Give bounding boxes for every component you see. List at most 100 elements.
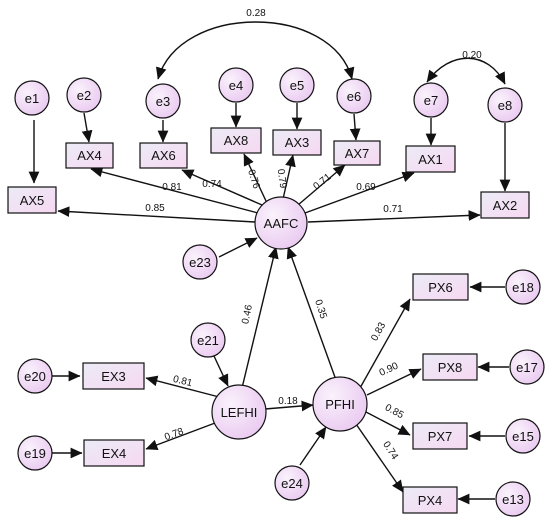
node-ex4-label: EX4 <box>102 446 127 461</box>
node-e7-label: e7 <box>424 93 438 108</box>
coef-aafc-ax5: 0.85 <box>145 203 165 214</box>
path-e2-ax4 <box>81 112 93 143</box>
path-e6-ax7 <box>349 113 361 141</box>
node-e13-label: e13 <box>502 492 524 507</box>
node-ax1-label: AX1 <box>418 152 443 167</box>
coef-aafc-ax7: 0.71 <box>311 171 333 192</box>
coef-pfhi-px6: 0.83 <box>369 320 388 343</box>
path-lefhi-ex3 <box>145 375 224 399</box>
node-e18: e18 <box>505 269 541 305</box>
node-ax8: AX8 <box>210 127 262 154</box>
node-px8: PX8 <box>422 353 478 381</box>
node-e2: e2 <box>66 77 102 113</box>
node-ax8-label: AX8 <box>224 133 249 148</box>
node-e2-label: e2 <box>77 88 91 103</box>
node-ex3-label: EX3 <box>101 369 126 384</box>
node-ax2: AX2 <box>480 191 530 219</box>
path-pfhi-aafc <box>286 246 337 381</box>
node-ax1: AX1 <box>405 145 456 173</box>
path-lefhi-ex4 <box>145 419 224 451</box>
node-aafc: AAFC <box>254 196 308 250</box>
node-lefhi: LEFHI <box>211 384 267 440</box>
node-e5-label: e5 <box>290 78 304 93</box>
node-ax3: AX3 <box>272 129 322 156</box>
node-e18-label: e18 <box>512 280 534 295</box>
paths <box>28 21 511 505</box>
node-pfhi-label: PFHI <box>325 397 355 412</box>
coef-pfhi-px4: 0.74 <box>380 439 400 462</box>
path-aafc-ax5 <box>57 206 256 223</box>
covariance-e7-e8 <box>426 57 506 85</box>
node-ax7: AX7 <box>333 140 381 166</box>
node-lefhi-label: LEFHI <box>221 405 258 420</box>
node-px4-label: PX4 <box>418 493 443 508</box>
node-ax5-label: AX5 <box>20 193 45 208</box>
node-ax5: AX5 <box>7 186 57 214</box>
coef-aafc-ax8: 0.76 <box>245 168 262 190</box>
coef-pfhi-px7: 0.85 <box>383 402 406 421</box>
node-ax7-label: AX7 <box>345 146 370 161</box>
node-e24-label: e24 <box>281 476 303 491</box>
node-e21: e21 <box>190 322 226 358</box>
node-e17-label: e17 <box>516 360 538 375</box>
node-e13: e13 <box>495 481 531 517</box>
node-e19-label: e19 <box>24 446 46 461</box>
node-ex4: EX4 <box>83 439 145 467</box>
node-ax4: AX4 <box>65 142 114 169</box>
node-e5: e5 <box>279 67 315 103</box>
node-ax6-label: AX6 <box>151 148 176 163</box>
path-pfhi-px4 <box>355 423 404 493</box>
node-e23-label: e23 <box>189 255 211 270</box>
node-e4-label: e4 <box>229 78 243 93</box>
path-e24-pfhi <box>299 426 327 466</box>
coef-e7-e8: 0.20 <box>462 50 482 61</box>
node-px4: PX4 <box>402 486 458 514</box>
node-px7-label: PX7 <box>428 429 453 444</box>
coef-e3-e6: 0.28 <box>246 8 266 19</box>
path-lefhi-aafc <box>241 246 279 389</box>
node-ax4-label: AX4 <box>77 148 102 163</box>
node-e15: e15 <box>505 418 541 454</box>
node-px6-label: PX6 <box>428 280 453 295</box>
node-e8: e8 <box>487 87 523 123</box>
node-e15-label: e15 <box>512 429 534 444</box>
coef-lefhi-pfhi: 0.18 <box>278 396 298 407</box>
node-e19: e19 <box>17 435 53 471</box>
node-e20: e20 <box>17 358 53 394</box>
node-ax2-label: AX2 <box>493 198 518 213</box>
path-aafc-ax8 <box>243 153 267 202</box>
node-e6: e6 <box>336 78 372 114</box>
node-e1: e1 <box>14 80 50 116</box>
node-aafc-label: AAFC <box>264 216 299 231</box>
coef-aafc-ax4: 0.81 <box>162 182 182 193</box>
path-lefhi-pfhi <box>264 400 314 412</box>
coef-lefhi-aafc: 0.46 <box>240 303 255 325</box>
coef-lefhi-ex3: 0.81 <box>172 374 194 389</box>
indicators: AX4 AX6 AX8 AX3 AX7 AX1 AX5 AX2 PX6 PX8 … <box>7 127 530 514</box>
coef-aafc-ax3: 0.79 <box>275 168 289 189</box>
error-terms: e1 e2 e3 e4 e5 e6 e7 e8 e23 e18 e21 e17 … <box>14 67 545 517</box>
path-aafc-ax3 <box>282 154 296 200</box>
path-e21-lefhi <box>213 355 229 387</box>
coef-pfhi-aafc: 0.35 <box>312 298 329 320</box>
node-px7: PX7 <box>412 422 468 450</box>
path-aafc-ax7 <box>297 164 346 206</box>
node-e24: e24 <box>274 465 310 501</box>
coef-aafc-ax1: 0.69 <box>356 182 376 193</box>
path-aafc-ax2 <box>307 210 481 223</box>
node-px6: PX6 <box>412 273 469 301</box>
path-aafc-ax1 <box>304 171 415 214</box>
path-aafc-ax4 <box>90 166 259 214</box>
node-ax6: AX6 <box>139 142 188 169</box>
node-e17: e17 <box>509 349 545 385</box>
node-e7: e7 <box>413 82 449 118</box>
node-e8-label: e8 <box>498 98 512 113</box>
node-e21-label: e21 <box>197 333 219 348</box>
path-pfhi-px6 <box>359 298 411 389</box>
path-aafc-ax6 <box>181 169 263 206</box>
coef-aafc-ax2: 0.71 <box>383 204 403 215</box>
path-pfhi-px7 <box>365 411 411 436</box>
node-e4: e4 <box>218 67 254 103</box>
node-px8-label: PX8 <box>438 360 463 375</box>
